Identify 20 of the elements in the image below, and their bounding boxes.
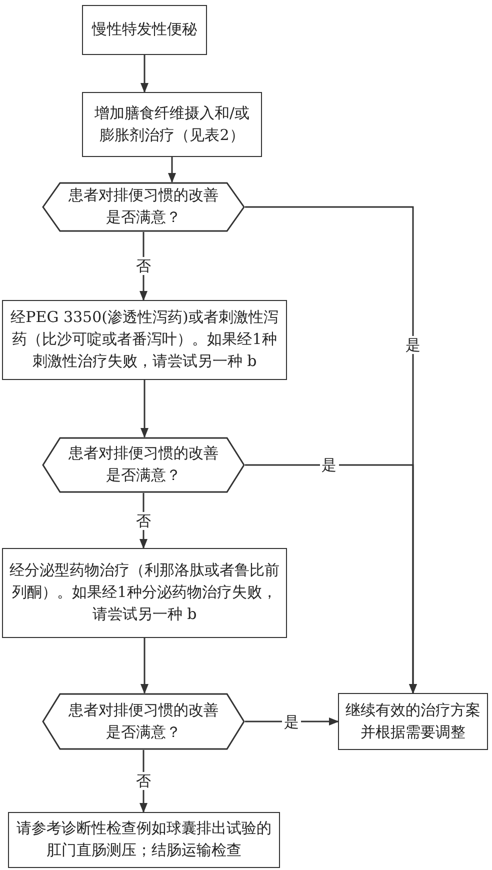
process-box: 慢性特发性便秘 (82, 5, 207, 55)
arrow (140, 55, 148, 93)
decision-hexagon: 患者对排便习惯的改善是否满意？ (42, 693, 245, 750)
process-box: 增加膳食纤维摄入和/或膨胀剂治疗（见表2） (82, 92, 262, 157)
edge-label: 是 (320, 456, 338, 474)
process-box: 经分泌型药物治疗（利那洛肽或者鲁比前列酮）。如果经1种分泌药物治疗失败，请尝试另一种 b (2, 548, 287, 638)
arrow (168, 157, 176, 183)
decision-hexagon: 患者对排便习惯的改善是否满意？ (42, 182, 245, 232)
edge-label: 否 (134, 257, 153, 275)
process-box: 经PEG 3350(渗透性泻药)或者刺激性泻药（比沙可啶或者番泻叶）。如果经1种刺激性治疗失败，请尝试另一种 b (2, 300, 287, 380)
process-box: 请参考诊断性检查例如球囊排出试验的肛门直肠测压；结肠运输检查 (8, 812, 280, 868)
decision-hexagon: 患者对排便习惯的改善是否满意？ (42, 437, 245, 493)
edge-label: 否 (134, 772, 153, 790)
edge-label: 是 (282, 712, 301, 730)
process-box: 继续有效的治疗方案并根据需要调整 (338, 693, 488, 750)
arrow (140, 380, 148, 438)
edge-label: 否 (134, 512, 153, 530)
arrow (140, 638, 148, 694)
arrow (245, 464, 417, 694)
edge-label: 是 (404, 336, 422, 354)
